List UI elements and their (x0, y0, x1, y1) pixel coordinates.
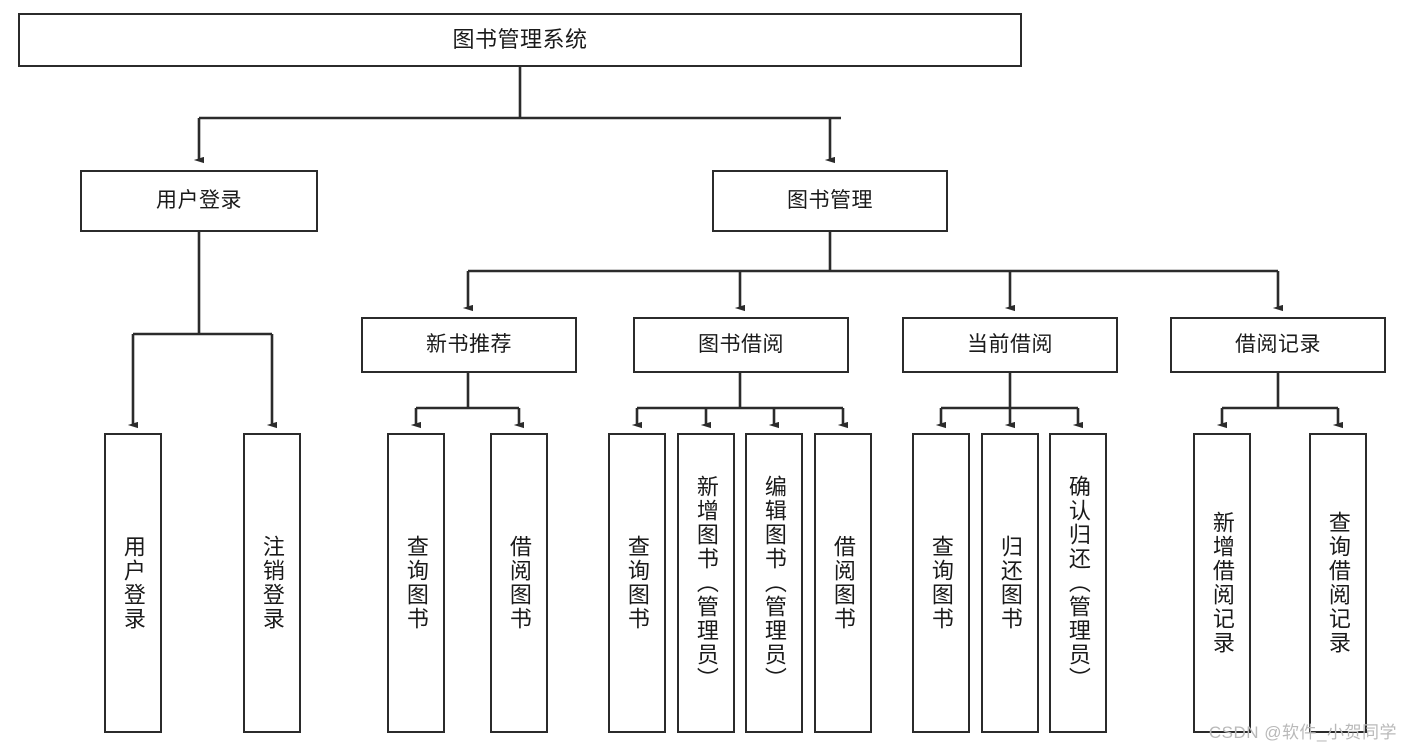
leaf-book-borrow-borrow-book[interactable]: 借阅图书 (814, 433, 872, 733)
leaf-current-borrow-query-book[interactable]: 查询图书 (912, 433, 970, 733)
leaf-label: 新增图书（管理员） (693, 475, 719, 691)
leaf-label: 用户登录 (120, 535, 146, 631)
leaf-label: 借阅图书 (830, 535, 856, 631)
leaf-label: 查询图书 (403, 535, 429, 631)
leaf-borrow-record-add-record[interactable]: 新增借阅记录 (1193, 433, 1251, 733)
node-root-system[interactable]: 图书管理系统 (18, 13, 1022, 67)
leaf-label: 确认归还（管理员） (1065, 475, 1091, 691)
leaf-label: 注销登录 (259, 535, 285, 631)
node-user-login[interactable]: 用户登录 (80, 170, 318, 232)
csdn-watermark: CSDN @软件_小贺同学 (1208, 723, 1397, 742)
leaf-label: 新增借阅记录 (1209, 511, 1235, 655)
leaf-user-login-login[interactable]: 用户登录 (104, 433, 162, 733)
leaf-label: 查询借阅记录 (1325, 511, 1351, 655)
node-book-borrow[interactable]: 图书借阅 (633, 317, 849, 373)
leaf-book-borrow-edit-book[interactable]: 编辑图书（管理员） (745, 433, 803, 733)
node-borrow-record[interactable]: 借阅记录 (1170, 317, 1386, 373)
leaf-label: 借阅图书 (506, 535, 532, 631)
leaf-label: 归还图书 (997, 535, 1023, 631)
leaf-label: 编辑图书（管理员） (761, 475, 787, 691)
leaf-new-book-borrow-book[interactable]: 借阅图书 (490, 433, 548, 733)
leaf-label: 查询图书 (624, 535, 650, 631)
node-current-borrow[interactable]: 当前借阅 (902, 317, 1118, 373)
leaf-user-login-logout[interactable]: 注销登录 (243, 433, 301, 733)
node-book-management[interactable]: 图书管理 (712, 170, 948, 232)
leaf-book-borrow-query-book[interactable]: 查询图书 (608, 433, 666, 733)
node-new-book-recommend[interactable]: 新书推荐 (361, 317, 577, 373)
leaf-current-borrow-confirm-return[interactable]: 确认归还（管理员） (1049, 433, 1107, 733)
leaf-label: 查询图书 (928, 535, 954, 631)
leaf-new-book-query-book[interactable]: 查询图书 (387, 433, 445, 733)
leaf-borrow-record-query-record[interactable]: 查询借阅记录 (1309, 433, 1367, 733)
leaf-current-borrow-return-book[interactable]: 归还图书 (981, 433, 1039, 733)
leaf-book-borrow-add-book[interactable]: 新增图书（管理员） (677, 433, 735, 733)
